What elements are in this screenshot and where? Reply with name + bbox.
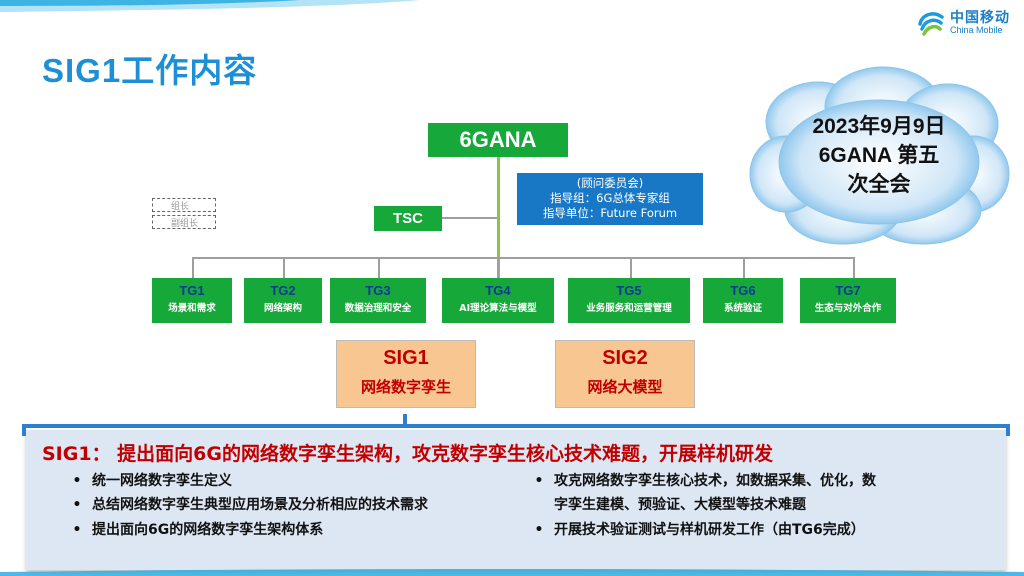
page-title: SIG1工作内容 <box>42 52 258 89</box>
sig-name: SIG1 <box>383 347 429 369</box>
logo-text-en: China Mobile <box>950 24 1003 35</box>
bullet-text: 攻克网络数字孪生核心技术，如数据采集、优化，数 <box>554 473 876 489</box>
connector-tg6 <box>743 257 745 278</box>
tg-desc: AI理论算法与模型 <box>459 303 537 314</box>
bullet-text: 提出面向6G的网络数字孪生架构体系 <box>92 522 324 538</box>
cloud-shape <box>749 66 1010 245</box>
meeting-name: 6GANA 第五 <box>818 144 940 167</box>
connector-tg7 <box>853 257 855 278</box>
bullet-left-1: • 统一网络数字孪生定义 <box>62 470 232 492</box>
tg-desc: 场景和需求 <box>168 303 216 314</box>
panel-title: SIG1： 提出面向6G的网络数字孪生架构，攻克数字孪生核心技术难题，开展样机研… <box>42 443 774 465</box>
bullet-right-1: • 攻克网络数字孪生核心技术，如数据采集、优化，数 <box>524 470 876 492</box>
connector-tg4 <box>497 257 499 278</box>
sig-desc: 网络数字孪生 <box>360 378 451 396</box>
connector-tg2 <box>283 257 285 278</box>
sig-name: SIG2 <box>602 347 648 369</box>
tg-desc: 数据治理和安全 <box>344 303 412 314</box>
bullet-text: 字孪生建模、预验证、大模型等技术难题 <box>554 497 806 513</box>
tg-name: TG6 <box>730 283 756 298</box>
meeting-info: 2023年9月9日 6GANA 第五 次全会 <box>748 112 1010 199</box>
sig1-content-panel <box>26 430 1006 570</box>
advisor-line-2: 指导组：6G总体专家组 <box>550 191 670 205</box>
bullet-dot: • <box>534 522 544 538</box>
tg-name: TG2 <box>270 283 296 298</box>
advisor-line-3: 指导单位：Future Forum <box>542 206 678 220</box>
connector-tsc <box>442 217 497 219</box>
meeting-name-cont: 次全会 <box>847 173 911 196</box>
connector-main <box>497 157 500 278</box>
legend-leader: 组长 <box>152 198 216 212</box>
tg-box-2: TG2 网络架构 <box>244 278 322 323</box>
tg-box-4: TG4 AI理论算法与模型 <box>442 278 554 323</box>
bullet-right-2: • 开展技术验证测试与样机研发工作（由TG6完成） <box>524 519 865 541</box>
bottom-wave-decoration <box>0 569 1024 576</box>
tg-box-6: TG6 系统验证 <box>703 278 783 323</box>
tg-desc: 生态与对外合作 <box>814 303 882 314</box>
bullet-dot: • <box>72 497 82 513</box>
panel-bracket-tick <box>403 414 407 426</box>
bullet-dot: • <box>534 473 544 489</box>
bullet-left-3: • 提出面向6G的网络数字孪生架构体系 <box>62 519 324 541</box>
tg-name: TG3 <box>365 283 391 298</box>
tg-box-3: TG3 数据治理和安全 <box>330 278 426 323</box>
tg-box-1: TG1 场景和需求 <box>152 278 232 323</box>
top-wave-decoration <box>0 0 420 12</box>
advisor-line-1: (顾问委员会) <box>576 176 644 190</box>
logo-text-cn: 中国移动 <box>950 9 1010 26</box>
bullet-text: 统一网络数字孪生定义 <box>92 473 232 489</box>
tg-name: TG4 <box>485 283 511 298</box>
tg-box-5: TG5 业务服务和运营管理 <box>568 278 690 323</box>
sig-desc: 网络大模型 <box>587 378 663 396</box>
org-root-6gana: 6GANA <box>428 123 568 157</box>
connector-tg1 <box>192 257 194 278</box>
bullet-dot: • <box>72 473 82 489</box>
sig-box-1: SIG1 网络数字孪生 <box>336 340 476 408</box>
china-mobile-logo-icon <box>918 12 944 36</box>
legend: 组长 副组长 <box>152 198 216 232</box>
tg-desc: 网络架构 <box>263 303 302 314</box>
sig-box-2: SIG2 网络大模型 <box>555 340 695 408</box>
bullet-right-1-cont: 字孪生建模、预验证、大模型等技术难题 <box>554 494 806 516</box>
tg-name: TG7 <box>835 283 861 298</box>
tg-desc: 系统验证 <box>723 303 762 314</box>
legend-deputy: 副组长 <box>152 215 216 229</box>
tg-name: TG5 <box>616 283 642 298</box>
china-mobile-logo: 中国移动 China Mobile <box>916 8 1010 38</box>
tg-box-7: TG7 生态与对外合作 <box>800 278 896 323</box>
connector-tg-bus <box>192 257 855 259</box>
panel-bracket <box>22 424 1010 436</box>
bullet-left-2: • 总结网络数字孪生典型应用场景及分析相应的技术需求 <box>62 494 428 516</box>
advisor-box: (顾问委员会) 指导组：6G总体专家组 指导单位：Future Forum <box>517 173 703 225</box>
org-tsc: TSC <box>374 206 442 231</box>
bullet-dot: • <box>72 522 82 538</box>
tg-name: TG1 <box>179 283 205 298</box>
bullet-text: 开展技术验证测试与样机研发工作（由TG6完成） <box>554 522 865 538</box>
tg-desc: 业务服务和运营管理 <box>586 303 672 314</box>
connector-tg5 <box>630 257 632 278</box>
connector-tg3 <box>378 257 380 278</box>
meeting-date: 2023年9月9日 <box>812 115 946 138</box>
bullet-text: 总结网络数字孪生典型应用场景及分析相应的技术需求 <box>92 497 428 513</box>
